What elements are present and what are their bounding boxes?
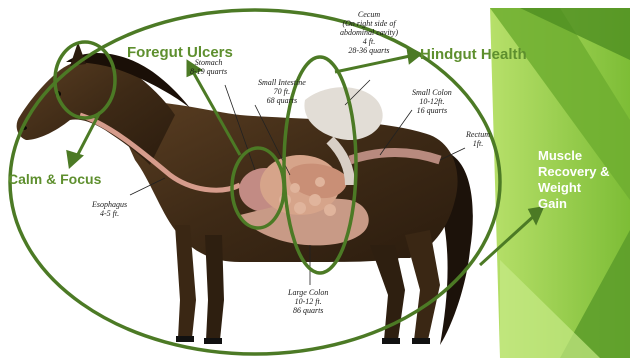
muscle-recovery-line: Muscle [538, 148, 628, 164]
cecum-label-line: abdominal cavity) [340, 28, 398, 37]
rectum-label-line: 1ft. [466, 139, 490, 148]
cecum-label-line: Cecum [340, 10, 398, 19]
esophagus-label: Esophagus 4-5 ft. [92, 200, 127, 218]
rectum-label: Rectum 1ft. [466, 130, 490, 148]
large-colon-label: Large Colon 10-12 ft. 86 quarts [288, 288, 328, 315]
hindgut-health-callout: Hindgut Health [420, 46, 527, 63]
cecum-label-line: 4 ft. [340, 37, 398, 46]
esophagus-label-line: 4-5 ft. [92, 209, 127, 218]
cecum-label-line: 28-36 quarts [340, 46, 398, 55]
small-intestine-label-line: 68 quarts [258, 96, 306, 105]
small-colon-label: Small Colon 10-12ft. 16 quarts [412, 88, 452, 115]
small-intestine-label-line: Small Intestine [258, 78, 306, 87]
large-colon-label-line: Large Colon [288, 288, 328, 297]
cecum-label-line: (On right side of [340, 19, 398, 28]
muscle-recovery-line: Recovery & [538, 164, 628, 180]
horse-illustration [17, 42, 473, 345]
calm-focus-callout: Calm & Focus [8, 171, 101, 187]
cecum-label: Cecum (On right side of abdominal cavity… [340, 10, 398, 55]
muscle-recovery-line: Gain [538, 196, 628, 212]
muscle-recovery-callout: Muscle Recovery & Weight Gain [538, 148, 628, 212]
rectum-label-line: Rectum [466, 130, 490, 139]
small-intestine-label-line: 70 ft. [258, 87, 306, 96]
small-intestine-label: Small Intestine 70 ft. 68 quarts [258, 78, 306, 105]
esophagus-label-line: Esophagus [92, 200, 127, 209]
large-colon-label-line: 86 quarts [288, 306, 328, 315]
stomach-label-line: 8-19 quarts [190, 67, 227, 76]
large-colon-label-line: 10-12 ft. [288, 297, 328, 306]
muscle-recovery-line: Weight [538, 180, 628, 196]
small-colon-label-line: Small Colon [412, 88, 452, 97]
foregut-ulcers-callout: Foregut Ulcers [127, 44, 233, 61]
small-colon-label-line: 16 quarts [412, 106, 452, 115]
small-colon-label-line: 10-12ft. [412, 97, 452, 106]
